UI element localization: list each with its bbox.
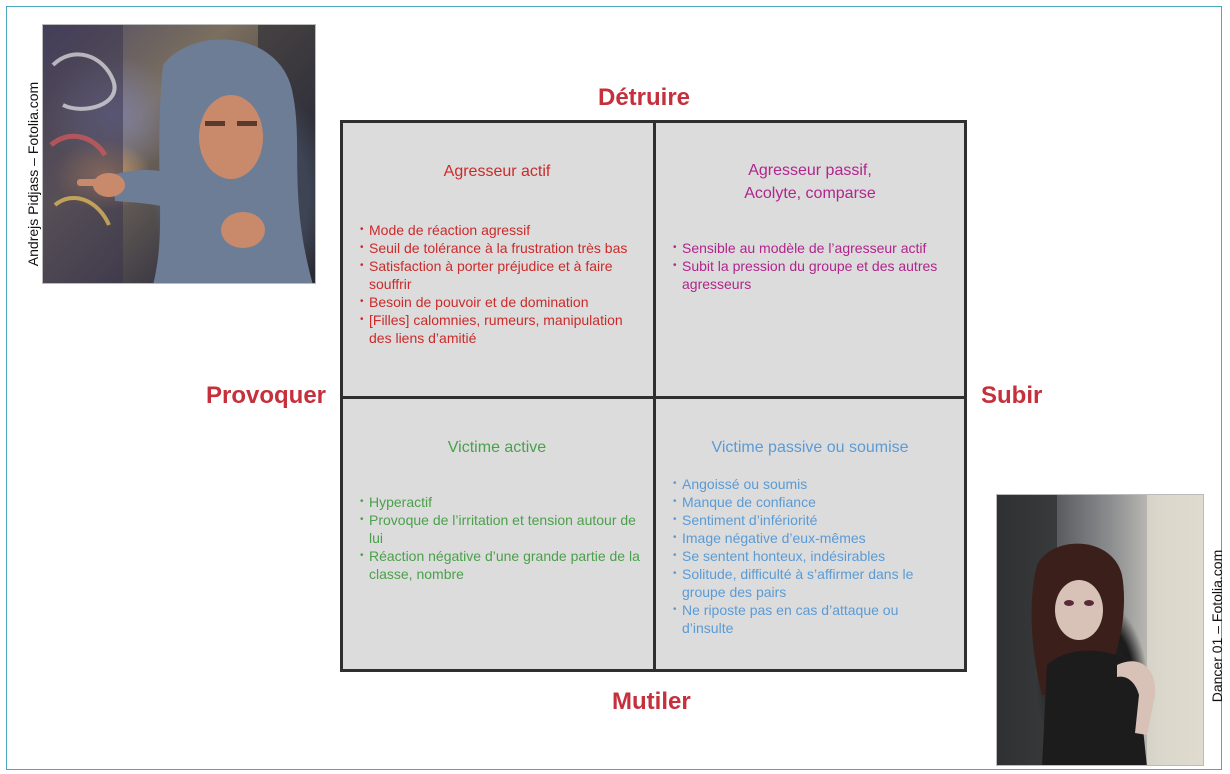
list-item: Seuil de tolérance à la frustration très… — [360, 239, 640, 257]
list-item: Sentiment d’infériorité — [673, 511, 953, 529]
list-item: Besoin de pouvoir et de domination — [360, 293, 640, 311]
quadrant-passive-aggressor: Agresseur passif, Acolyte, comparse Sens… — [657, 124, 963, 392]
quadrant-title-line: Agresseur passif, — [748, 162, 872, 179]
quadrant-list: Sensible au modèle de l’agresseur actif … — [673, 239, 953, 293]
quadrant-list: Angoissé ou soumis Manque de confiance S… — [673, 475, 953, 637]
list-item: Réaction négative d’une grande partie de… — [360, 547, 640, 583]
axis-label-right: Subir — [981, 382, 1043, 409]
axis-label-top: Détruire — [598, 84, 691, 111]
aggressor-photo-illustration — [43, 25, 315, 283]
quadrant-title: Victime passive ou soumise — [711, 439, 909, 456]
quadrant-list: Mode de réaction agressif Seuil de tolér… — [360, 221, 640, 347]
list-item: Mode de réaction agressif — [360, 221, 640, 239]
quadrant-active-victim: Victime active Hyperactif Provoque de l’… — [344, 399, 650, 667]
quadrant-active-aggressor: Agresseur actif Mode de réaction agressi… — [344, 124, 650, 392]
photo-credit-bottom: Dancer 01 – Fotolia.com — [1209, 549, 1225, 703]
list-item: Solitude, difficulté à s’affirmer dans l… — [673, 565, 953, 601]
photo-credit-top: Andrejs Pidjass – Fotolia.com — [25, 81, 41, 267]
list-item: [Filles] calomnies, rumeurs, manipulatio… — [360, 311, 640, 347]
list-item: Satisfaction à porter préjudice et à fai… — [360, 257, 640, 293]
victim-photo-illustration — [997, 495, 1203, 765]
list-item: Manque de confiance — [673, 493, 953, 511]
list-item: Se sentent honteux, indésirables — [673, 547, 953, 565]
quadrant-list: Hyperactif Provoque de l’irritation et t… — [360, 493, 640, 583]
quadrant-title: Agresseur passif, Acolyte, comparse — [657, 159, 963, 205]
list-item: Subit la pression du groupe et des autre… — [673, 257, 953, 293]
victim-photo — [996, 494, 1204, 766]
axis-label-left: Provoquer — [206, 382, 327, 409]
quadrant-title-line: Acolyte, comparse — [744, 185, 876, 202]
list-item: Image négative d’eux-mêmes — [673, 529, 953, 547]
list-item: Hyperactif — [360, 493, 640, 511]
quadrant-title: Victime active — [447, 439, 547, 456]
list-item: Ne riposte pas en cas d’attaque ou d’ins… — [673, 601, 953, 637]
list-item: Sensible au modèle de l’agresseur actif — [673, 239, 953, 257]
aggressor-photo — [42, 24, 316, 284]
axis-label-bottom: Mutiler — [612, 688, 691, 715]
quadrant-passive-victim: Victime passive ou soumise Angoissé ou s… — [657, 399, 963, 667]
grid-horizontal-divider — [343, 396, 964, 399]
list-item: Angoissé ou soumis — [673, 475, 953, 493]
list-item: Provoque de l’irritation et tension auto… — [360, 511, 640, 547]
quadrant-title: Agresseur actif — [443, 163, 551, 180]
